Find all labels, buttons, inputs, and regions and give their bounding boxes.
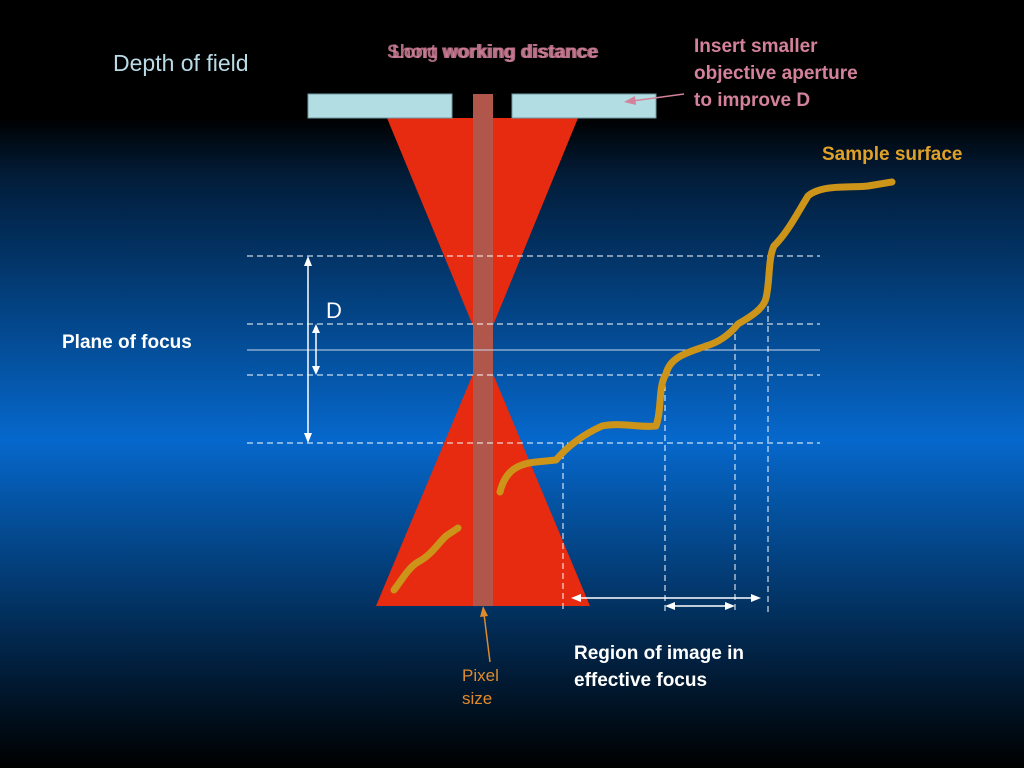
pixel-size-pointer-head (480, 606, 488, 617)
short-working-distance-label: Short working distance (387, 42, 598, 63)
plane-of-focus-label: Plane of focus (62, 332, 192, 353)
aperture-note: Insert smaller objective aperture to imp… (694, 33, 858, 114)
aperture-note-line: to improve D (694, 90, 811, 111)
pixel-size-pointer (483, 613, 491, 663)
pixel-size-label: Pixel size (462, 664, 499, 710)
aperture-note-pointer (631, 93, 685, 102)
sample-surface-label: Sample surface (822, 144, 963, 165)
depth-arrow-small-head-top (312, 324, 320, 333)
depth-arrow-small-head-bottom (312, 366, 320, 375)
focus-region-arrow-narrow-head-left (665, 602, 675, 610)
depth-of-field-label: D (326, 298, 342, 323)
sample-surface-curve-lower (390, 524, 462, 594)
focus-region-label: Region of image in effective focus (574, 640, 744, 694)
focus-region-arrow-wide-head-right (751, 594, 761, 602)
aperture-note-line: Insert smaller (694, 36, 818, 57)
focus-region-arrow-wide-head-left (571, 594, 581, 602)
focus-region-arrow-narrow-head-right (725, 602, 735, 610)
slide-title: Depth of field (113, 50, 249, 76)
depth-arrow-large-head-top (304, 256, 312, 266)
aperture-plate-left (307, 93, 453, 119)
focus-region-label-line: effective focus (574, 670, 708, 691)
pixel-size-label-line: Pixel (462, 666, 499, 685)
aperture-note-pointer-head (624, 96, 636, 105)
depth-arrow-large-head-bottom (304, 433, 312, 443)
pixel-size-label-line: size (462, 689, 493, 708)
aperture-note-line: objective aperture (694, 63, 858, 84)
sample-surface-curve (496, 178, 896, 496)
long-working-distance-label: Long working distance (392, 42, 599, 63)
focus-region-label-line: Region of image in (574, 643, 744, 664)
